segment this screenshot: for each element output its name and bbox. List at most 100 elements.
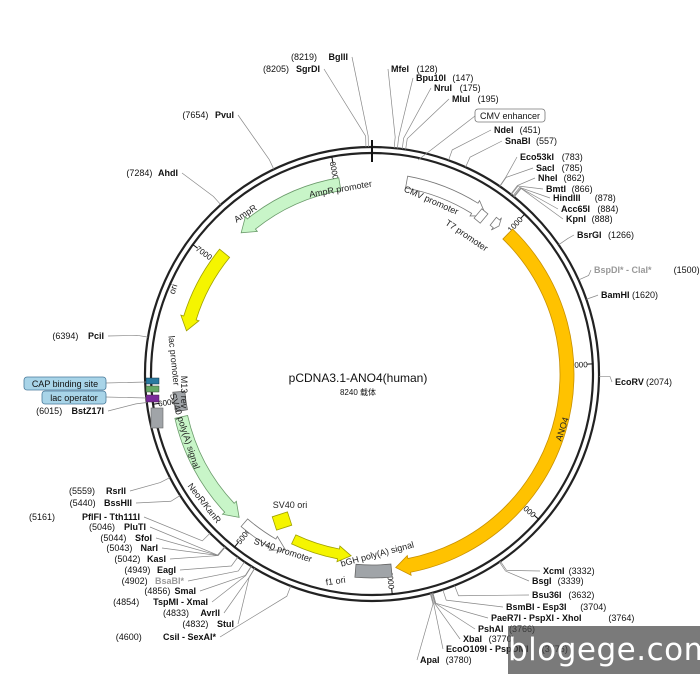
site-name: Bpu10I (416, 73, 446, 83)
site-leader-line (179, 556, 239, 571)
site-leader-line (578, 269, 592, 281)
site-leader-line (387, 68, 396, 149)
site-position: (5559) (69, 486, 95, 496)
site-leader-line (430, 593, 444, 650)
site-position: (4949) (124, 565, 150, 575)
site-name: PshAI (478, 624, 504, 634)
site-leader-line (416, 593, 434, 661)
site-position: (3770) (489, 634, 515, 644)
site-leader-line (135, 495, 181, 504)
feature-ano4 (395, 228, 575, 576)
site-name: BsrGI (577, 230, 602, 240)
callout-label: lac operator (50, 393, 98, 403)
site-leader-line (199, 565, 252, 592)
tick-mark (234, 542, 239, 548)
lac-operator-mark (145, 394, 160, 403)
callout-leader (105, 381, 147, 384)
site-name: SfoI (135, 533, 152, 543)
site-position: (1266) (608, 230, 634, 240)
site-name: NheI (538, 173, 558, 183)
site-leader-line (465, 140, 503, 168)
site-leader-line (499, 156, 518, 187)
site-name: NdeI (494, 125, 514, 135)
site-name: BspDI* - ClaI* (594, 265, 652, 275)
site-leader-line (237, 568, 256, 625)
site-leader-line (155, 537, 226, 556)
site-name: KpnI (566, 214, 586, 224)
site-position: (5161) (29, 512, 55, 522)
site-position: (5042) (114, 554, 140, 564)
site-leader-line (169, 546, 226, 560)
site-name: BssHII (104, 498, 132, 508)
site-leader-line (149, 526, 225, 556)
feature-label: T7 promoter (444, 218, 490, 254)
site-position: (3332) (569, 566, 595, 576)
site-leader-line (219, 585, 292, 638)
sv40-polya-mark (150, 407, 164, 429)
inner-label: SV40 ori (273, 500, 308, 510)
site-position: (147) (452, 73, 473, 83)
site-position: (783) (562, 152, 583, 162)
site-position: (7654) (182, 110, 208, 120)
tick-mark (153, 402, 160, 405)
site-name: BsmBI - Esp3I (506, 602, 567, 612)
site-position: (3764) (608, 613, 634, 623)
site-position: (3780) (446, 655, 472, 665)
site-name: BsgI (532, 576, 552, 586)
callout-label: CAP binding site (32, 379, 98, 389)
feature-bgh-poly-a-signal (354, 563, 393, 579)
site-name: Eco53kI (520, 152, 554, 162)
site-leader-line (499, 167, 534, 187)
site-name: MfeI (391, 64, 409, 74)
site-position: (7284) (126, 168, 152, 178)
plasmid-title: pCDNA3.1-ANO4(human) (289, 371, 428, 385)
site-leader-line (431, 592, 461, 640)
site-name: NruI (434, 83, 452, 93)
site-name: KasI (147, 554, 166, 564)
site-leader-line (401, 87, 432, 150)
site-position: (5043) (106, 543, 132, 553)
site-name: BstZ17I (71, 406, 104, 416)
site-leader-line (500, 561, 541, 572)
site-position: (8205) (263, 64, 289, 74)
plasmid-size: 8240 载体 (340, 387, 376, 397)
site-position: (4856) (144, 586, 170, 596)
site-name: SnaBI (505, 136, 531, 146)
site-leader-line (211, 566, 252, 603)
site-position: (1620) (632, 290, 658, 300)
site-name: TspMI - XmaI (153, 597, 208, 607)
site-leader-line (107, 334, 149, 338)
site-name: HindIII (553, 193, 581, 203)
site-leader-line (432, 592, 489, 619)
site-position: (3704) (580, 602, 606, 612)
site-name: RsrII (106, 486, 126, 496)
site-name: EcoRV (615, 377, 644, 387)
feature-ori (180, 248, 231, 332)
site-position: (862) (564, 173, 585, 183)
tick-label: 4000 (385, 571, 396, 590)
site-leader-line (323, 68, 367, 148)
inner-label: AmpR promoter (308, 179, 372, 200)
site-name: Acc65I (561, 204, 590, 214)
site-leader-line (558, 234, 575, 246)
site-position: (128) (417, 64, 438, 74)
site-leader-line (181, 172, 222, 205)
tick-mark (192, 244, 198, 249)
site-position: (888) (592, 214, 613, 224)
site-position: (4854) (113, 597, 139, 607)
site-name: PluTI (124, 522, 146, 532)
site-position: (4902) (122, 576, 148, 586)
site-leader-line (129, 477, 171, 492)
site-position: (5044) (100, 533, 126, 543)
site-leader-line (454, 585, 530, 597)
site-position: (5440) (70, 498, 96, 508)
site-position: (1500) (674, 265, 700, 275)
site-position: (2074) (646, 377, 672, 387)
t7-promoter-mark (473, 208, 489, 224)
tick-mark (331, 156, 334, 163)
tick-label: 2000 (570, 360, 589, 370)
feature-label: ori (167, 283, 180, 296)
